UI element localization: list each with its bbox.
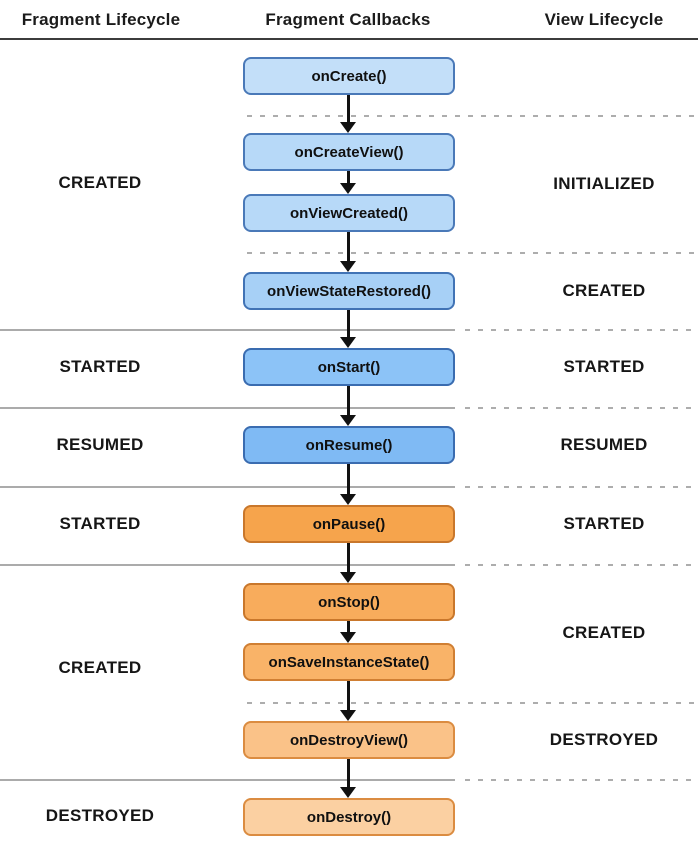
view-state-label-started: STARTED [563, 357, 645, 376]
fragment-state-divider-solid [0, 779, 455, 781]
callback-box-onviewstaterestored: onViewStateRestored() [243, 272, 455, 310]
callback-box-onviewcreated: onViewCreated() [243, 194, 455, 232]
view-state-label-created: CREATED [562, 281, 646, 300]
down-arrow-icon [340, 310, 357, 348]
view-state-label-created: CREATED [562, 623, 646, 642]
fragment-state-label-resumed: RESUMED [56, 435, 144, 454]
view-state-divider-dashed [465, 779, 698, 781]
callback-box-oncreate: onCreate() [243, 57, 455, 95]
view-state-divider-dashed [247, 115, 698, 117]
callback-box-onpause: onPause() [243, 505, 455, 543]
column-header-view-lifecycle: View Lifecycle [544, 10, 664, 29]
callback-box-onstart: onStart() [243, 348, 455, 386]
down-arrow-icon [340, 95, 357, 133]
down-arrow-icon [340, 681, 357, 721]
fragment-state-divider-solid [0, 564, 455, 566]
fragment-state-label-destroyed: DESTROYED [45, 806, 155, 825]
fragment-state-label-created: CREATED [58, 658, 142, 677]
fragment-state-divider-solid [0, 486, 455, 488]
down-arrow-icon [340, 464, 357, 505]
callback-box-onstop: onStop() [243, 583, 455, 621]
down-arrow-icon [340, 171, 357, 194]
down-arrow-icon [340, 759, 357, 798]
view-state-divider-dashed [247, 252, 698, 254]
view-state-label-started: STARTED [563, 514, 645, 533]
callback-box-onsaveinstancestate: onSaveInstanceState() [243, 643, 455, 681]
column-header-fragment-lifecycle: Fragment Lifecycle [21, 10, 181, 29]
fragment-state-label-started: STARTED [59, 514, 141, 533]
view-state-divider-dashed [465, 329, 698, 331]
down-arrow-icon [340, 232, 357, 272]
header-divider-line [0, 38, 698, 40]
fragment-state-divider-solid [0, 407, 455, 409]
down-arrow-icon [340, 621, 357, 643]
fragment-state-label-started: STARTED [59, 357, 141, 376]
down-arrow-icon [340, 543, 357, 583]
callback-box-ondestroy: onDestroy() [243, 798, 455, 836]
column-header-fragment-callbacks: Fragment Callbacks [265, 10, 431, 29]
view-state-label-destroyed: DESTROYED [549, 730, 659, 749]
callback-box-oncreateview: onCreateView() [243, 133, 455, 171]
fragment-state-divider-solid [0, 329, 455, 331]
view-state-divider-dashed [465, 564, 698, 566]
callback-box-onresume: onResume() [243, 426, 455, 464]
view-state-divider-dashed [465, 486, 698, 488]
down-arrow-icon [340, 386, 357, 426]
view-state-label-resumed: RESUMED [560, 435, 648, 454]
view-state-label-initialized: INITIALIZED [553, 174, 655, 193]
view-state-divider-dashed [247, 702, 698, 704]
view-state-divider-dashed [465, 407, 698, 409]
fragment-state-label-created: CREATED [58, 173, 142, 192]
callback-box-ondestroyview: onDestroyView() [243, 721, 455, 759]
